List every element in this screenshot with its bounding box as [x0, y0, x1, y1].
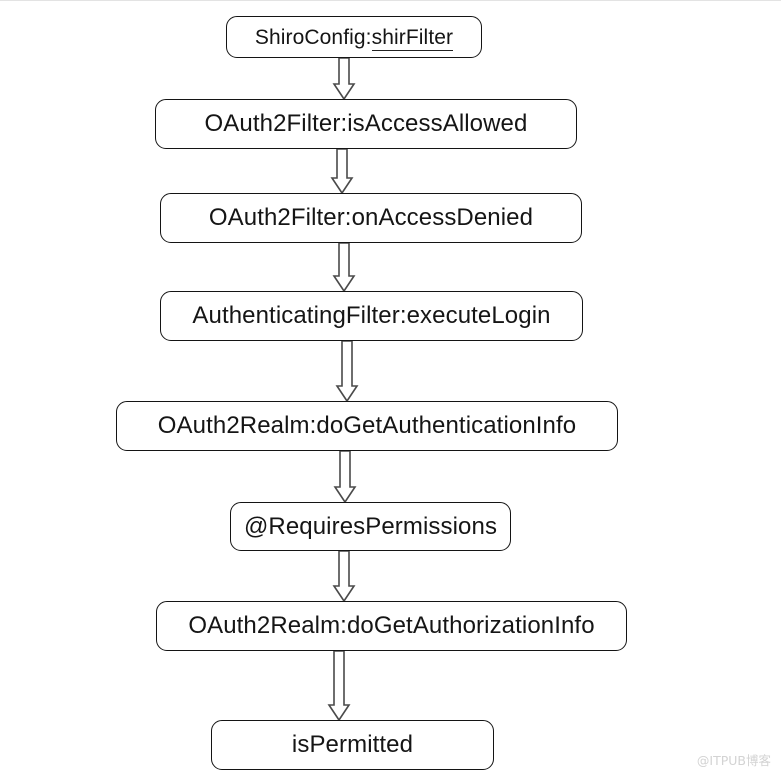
flow-node-do-get-authorization-info[interactable]: OAuth2Realm:doGetAuthorizationInfo	[156, 601, 627, 651]
flow-arrow-do-get-authorization-info-to-is-permitted	[327, 650, 351, 722]
flow-node-label: OAuth2Realm:doGetAuthorizationInfo	[188, 612, 595, 639]
flow-node-label: OAuth2Filter:onAccessDenied	[208, 204, 534, 231]
flow-node-label: isPermitted	[291, 731, 414, 758]
flow-node-label: @RequiresPermissions	[243, 512, 498, 540]
flow-node-label: AuthenticatingFilter:executeLogin	[192, 302, 551, 329]
underlined-token: shirFilter	[371, 25, 454, 51]
top-divider	[0, 0, 781, 1]
flow-node-execute-login[interactable]: AuthenticatingFilter:executeLogin	[160, 291, 583, 341]
watermark-label: @ITPUB博客	[696, 753, 771, 768]
flow-arrow-is-access-allowed-to-on-access-denied	[330, 148, 354, 195]
flow-node-shiro-config[interactable]: ShiroConfig:shirFilter	[226, 16, 482, 58]
flow-arrow-requires-permissions-to-do-get-authorization-info	[332, 550, 356, 603]
flow-arrow-on-access-denied-to-execute-login	[332, 242, 356, 293]
flow-node-on-access-denied[interactable]: OAuth2Filter:onAccessDenied	[160, 193, 582, 243]
flow-arrow-shiro-config-to-is-access-allowed	[332, 57, 356, 101]
flow-node-is-access-allowed[interactable]: OAuth2Filter:isAccessAllowed	[155, 99, 577, 149]
flow-node-label: OAuth2Filter:isAccessAllowed	[204, 110, 528, 137]
flow-node-requires-permissions[interactable]: @RequiresPermissions	[230, 502, 511, 551]
flow-node-label: ShiroConfig:shirFilter	[254, 25, 454, 51]
flow-node-is-permitted[interactable]: isPermitted	[211, 720, 494, 770]
flow-arrow-do-get-authentication-info-to-requires-permissions	[333, 450, 357, 504]
flow-arrow-execute-login-to-do-get-authentication-info	[335, 340, 359, 403]
flow-node-label: OAuth2Realm:doGetAuthenticationInfo	[157, 412, 577, 439]
flow-node-do-get-authentication-info[interactable]: OAuth2Realm:doGetAuthenticationInfo	[116, 401, 618, 451]
